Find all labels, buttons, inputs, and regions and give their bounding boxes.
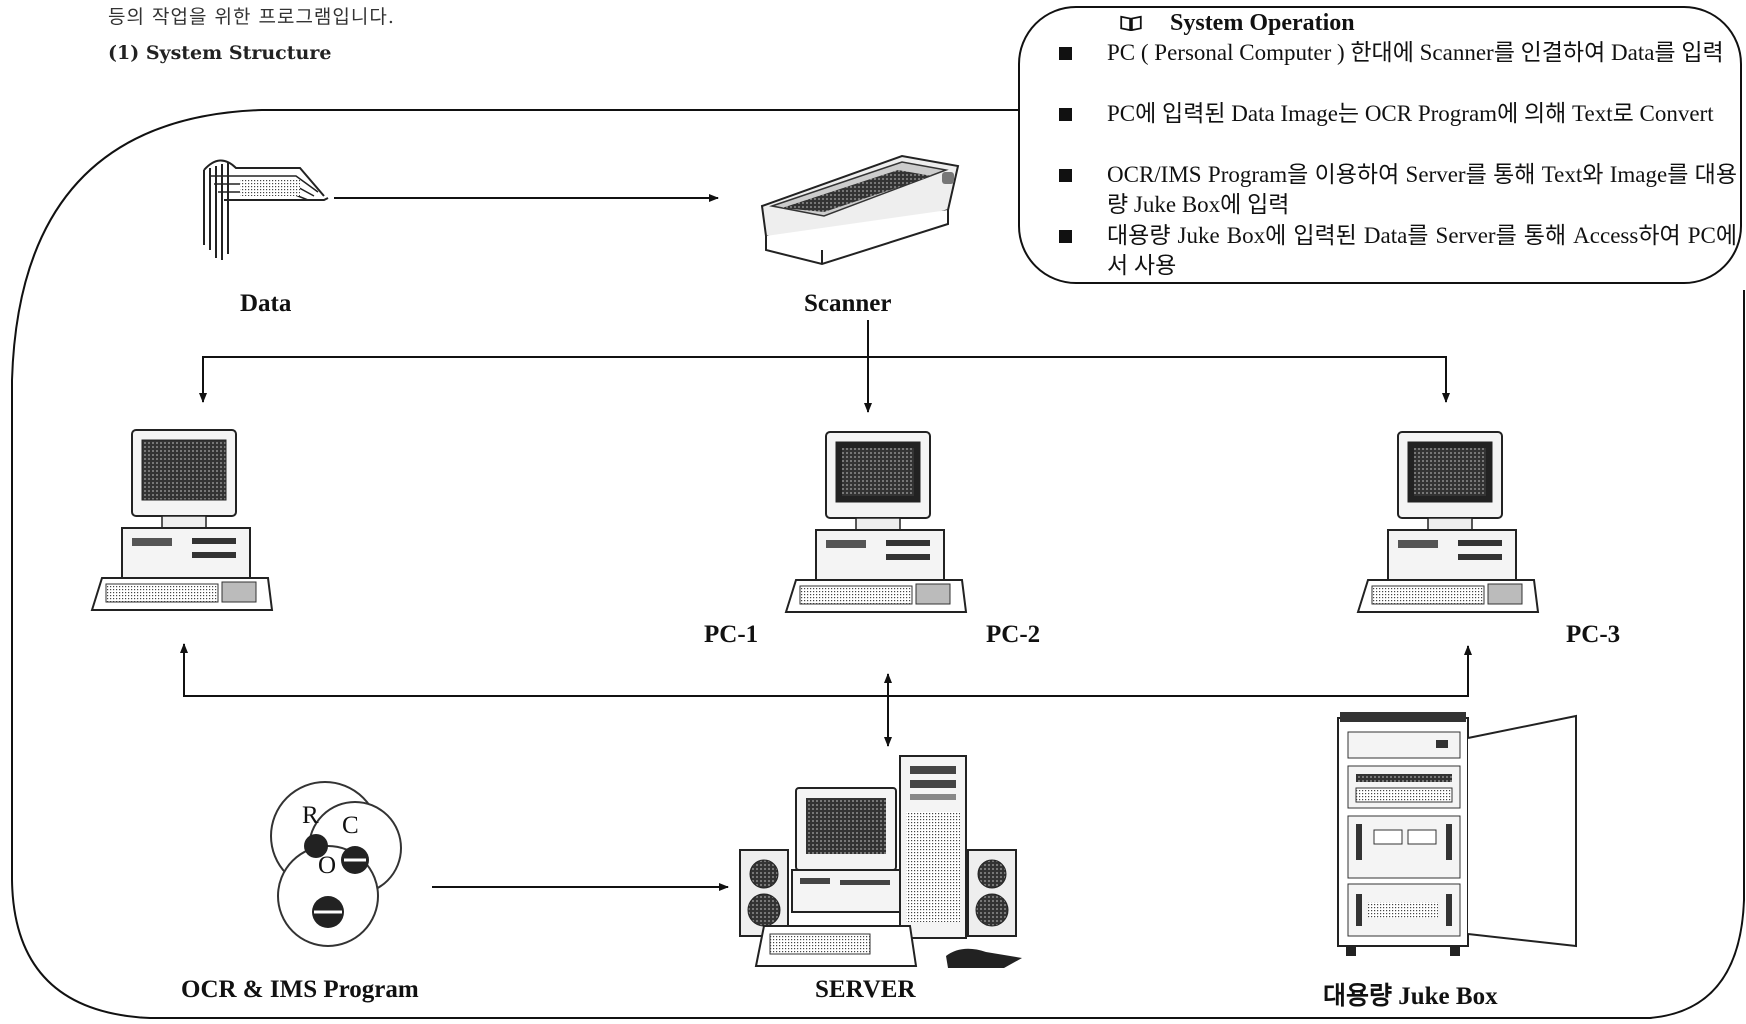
line-from-pc1 [180,643,888,697]
line-to-pc1 [199,356,868,403]
line-from-pc3 [888,645,1472,697]
server-label: SERVER [815,976,916,1003]
bullet-marker [1059,108,1072,121]
pc1-computer-icon [90,429,274,611]
jukebox-label: 대용량 Juke Box [1323,983,1498,1010]
operation-item-1: PC ( Personal Computer ) 한대에 Scanner를 인결… [1107,40,1724,65]
ocr-disc-icon [270,781,402,947]
data-documents-icon [203,159,329,260]
scanner-label: Scanner [804,290,892,317]
disc-letter-o: O [318,852,337,879]
intro-text: 등의 작업을 위한 프로그램입니다. [108,6,395,28]
system-operation-title: System Operation [1170,10,1355,36]
scanner-icon [760,154,960,266]
system-operation-panel [1018,6,1742,284]
pc2-label: PC-2 [986,621,1041,648]
operation-item-3: OCR/IMS Program을 이용하여 Server를 통해 Text와 I… [1107,162,1737,217]
ocr-program-label: OCR & IMS Program [181,976,419,1003]
pc3-computer-icon [1356,431,1540,613]
pc1-label: PC-1 [704,621,759,648]
system-boundary [11,109,1745,1019]
disc-letter-r: R [302,802,319,829]
bullet-marker [1059,169,1072,182]
pc2-computer-icon [784,431,968,613]
disc-letter-c: C [342,812,359,839]
jukebox-icon [1337,712,1577,956]
line-to-pc3 [868,356,1450,403]
operation-item-4: 대용량 Juke Box에 입력된 Data를 Server를 통해 Acces… [1107,223,1737,278]
bullet-marker [1059,230,1072,243]
data-label: Data [240,290,292,317]
pc3-label: PC-3 [1566,621,1621,648]
bullet-marker [1059,47,1072,60]
book-icon [1120,15,1142,31]
operation-item-2: PC에 입력된 Data Image는 OCR Program에 의해 Text… [1107,101,1714,126]
section-title: (1) System Structure [108,42,332,64]
server-icon [739,755,1022,968]
